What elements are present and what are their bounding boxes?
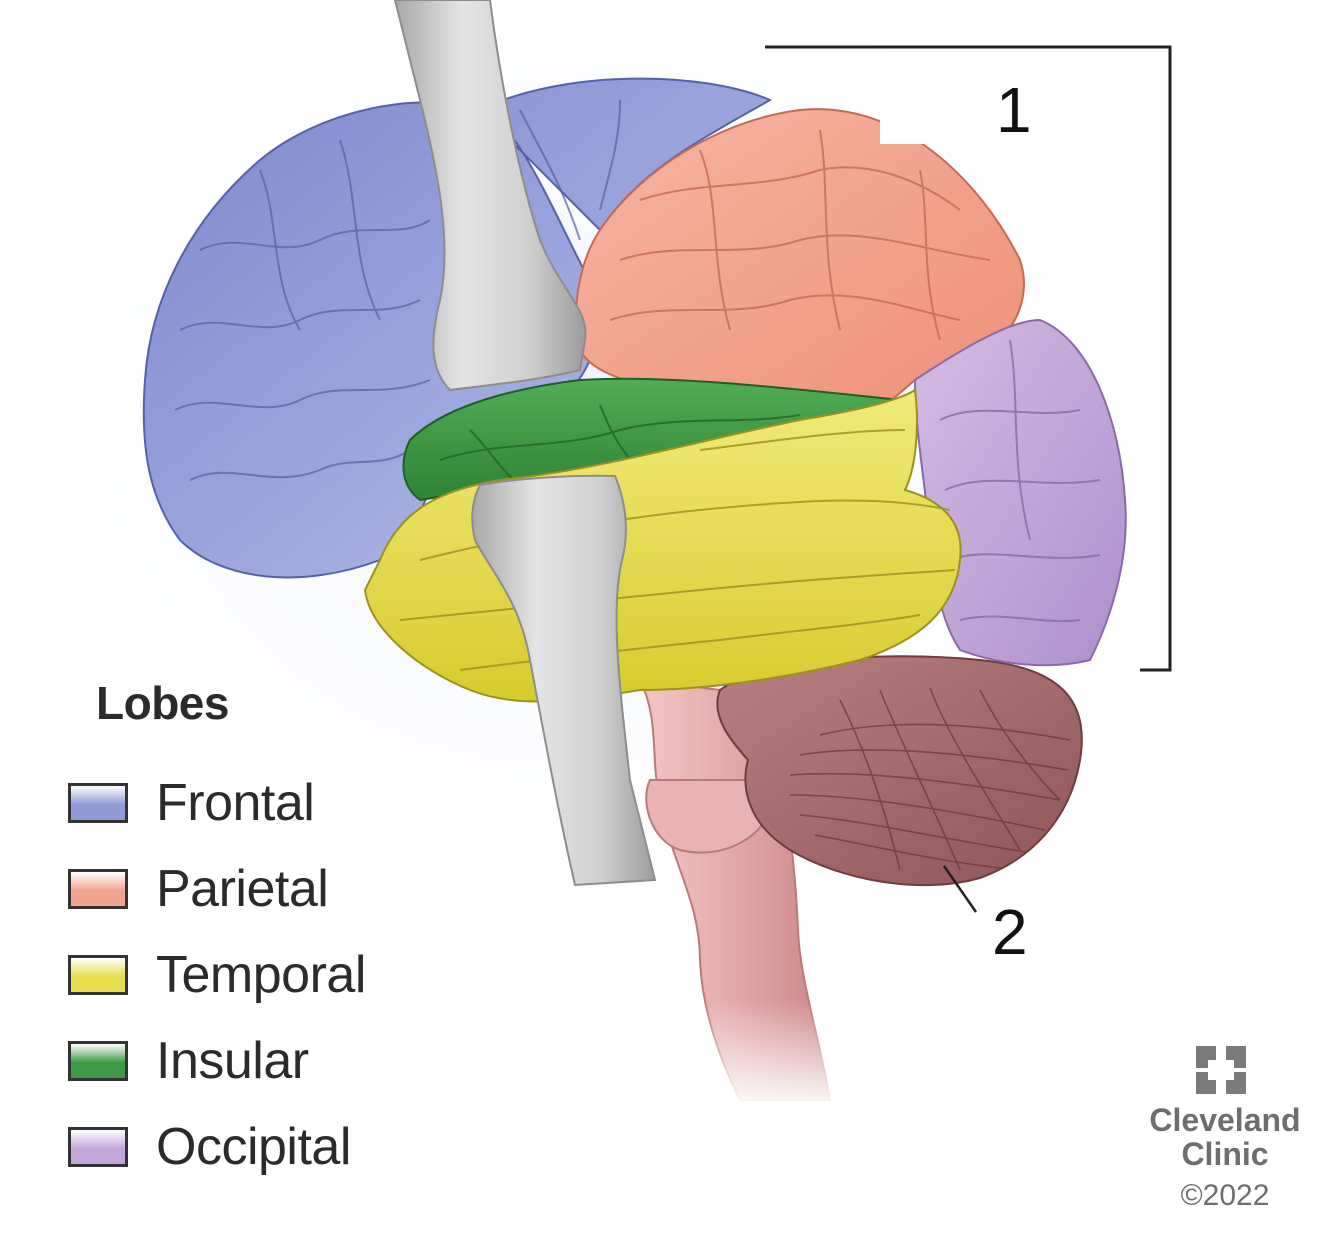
legend-item-temporal: Temporal bbox=[68, 932, 468, 1018]
legend-item-frontal: Frontal bbox=[68, 760, 468, 846]
legend-swatch-temporal bbox=[68, 955, 128, 995]
legend-item-parietal: Parietal bbox=[68, 846, 468, 932]
legend: Lobes Frontal Parietal Temporal Insular … bbox=[68, 676, 468, 1190]
brainstem-fade bbox=[640, 1000, 860, 1110]
retractor-upper bbox=[393, 0, 587, 392]
cerebellum bbox=[716, 655, 1083, 887]
frontal-gyri bbox=[174, 99, 621, 481]
cerebellum-folia bbox=[789, 687, 1071, 871]
cleveland-clinic-logo-icon bbox=[1196, 1046, 1246, 1094]
legend-label-parietal: Parietal bbox=[156, 860, 329, 918]
legend-label-occipital: Occipital bbox=[156, 1118, 351, 1176]
legend-swatch-frontal bbox=[68, 783, 128, 823]
legend-label-insular: Insular bbox=[156, 1032, 309, 1090]
legend-swatch-occipital bbox=[68, 1127, 128, 1167]
legend-swatch-parietal bbox=[68, 869, 128, 909]
logo-mark-spacer bbox=[1140, 1042, 1310, 1104]
parietal-gyri bbox=[609, 129, 991, 341]
cleveland-clinic-logo: Cleveland Clinic ©2022 bbox=[1140, 1042, 1310, 1213]
legend-label-frontal: Frontal bbox=[156, 774, 315, 832]
callout-label-1: 1 bbox=[996, 74, 1032, 146]
callout-1-bracket bbox=[765, 45, 1172, 672]
callout-label-2: 2 bbox=[992, 896, 1028, 968]
logo-copyright: ©2022 bbox=[1180, 1179, 1270, 1213]
occipital-gyri bbox=[939, 339, 1101, 623]
logo-text-line2: Clinic bbox=[1181, 1135, 1269, 1172]
legend-label-temporal: Temporal bbox=[156, 946, 366, 1004]
callout-2-leader bbox=[942, 865, 978, 913]
logo-text-line1: Cleveland bbox=[1149, 1102, 1301, 1138]
retractor-lower bbox=[471, 474, 657, 887]
legend-item-occipital: Occipital bbox=[68, 1104, 468, 1190]
legend-item-insular: Insular bbox=[68, 1018, 468, 1104]
callout-1-mask bbox=[880, 66, 1050, 144]
legend-title: Lobes bbox=[96, 677, 229, 729]
legend-swatch-insular bbox=[68, 1041, 128, 1081]
